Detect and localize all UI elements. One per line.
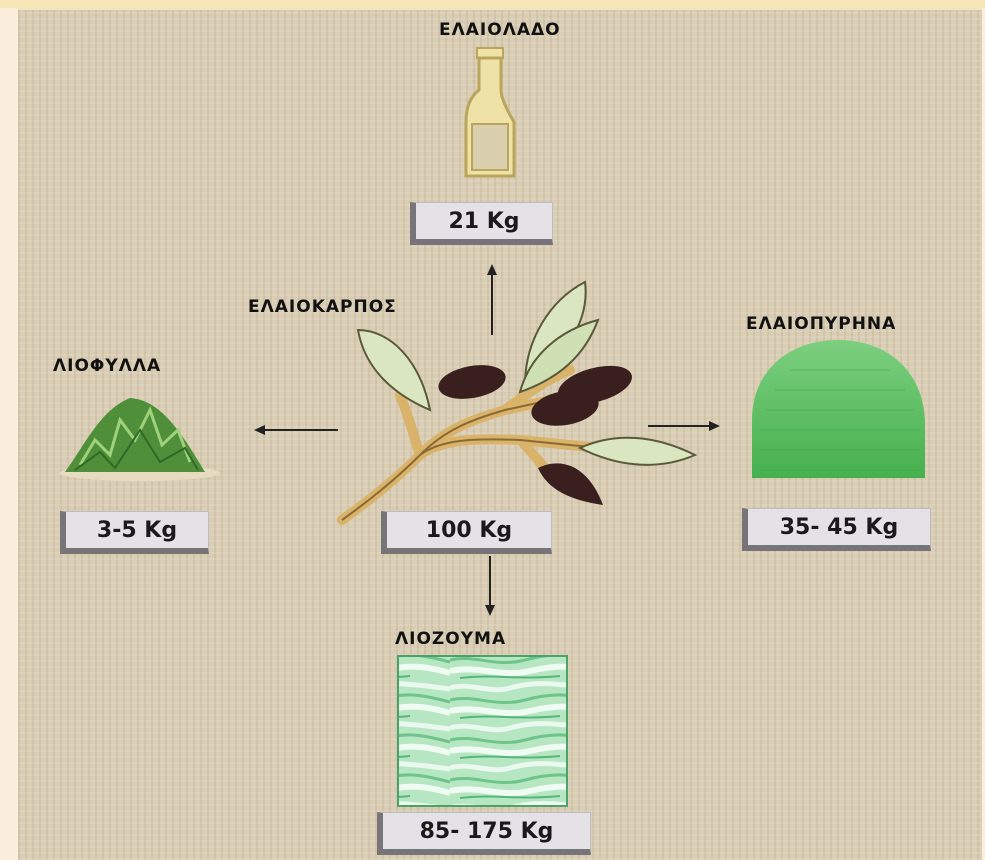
label-vegetation-water: ΛΙΟΖΟΥΜΑ [395,629,506,649]
arrow-left-icon [254,425,338,435]
arrow-up-icon [487,264,497,335]
arrow-down-icon [485,556,495,616]
value-box-olive-fruit: 100 Kg [381,511,552,554]
label-leaves: ΛΙΟΦΥΛΛΑ [53,356,161,376]
value-box-vegetation-water: 85- 175 Kg [377,812,591,855]
label-pomace: ΕΛΑΙΟΠΥΡΗΝΑ [746,314,896,334]
value-box-olive-oil: 21 Kg [410,202,553,245]
value-box-pomace: 35- 45 Kg [742,508,931,551]
leaf-pile-icon [60,398,220,481]
water-pattern-icon [398,656,567,806]
olive-branch-icon [342,282,695,520]
pomace-mound-icon [752,340,925,478]
arrow-right-icon [648,421,720,431]
value-box-leaves: 3-5 Kg [60,511,209,554]
label-olive-oil: ΕΛΑΙΟΛΑΔΟ [439,20,561,40]
oil-bottle-icon [466,48,514,176]
label-olive-fruit: ΕΛΑΙΟΚΑΡΠΟΣ [248,297,397,317]
